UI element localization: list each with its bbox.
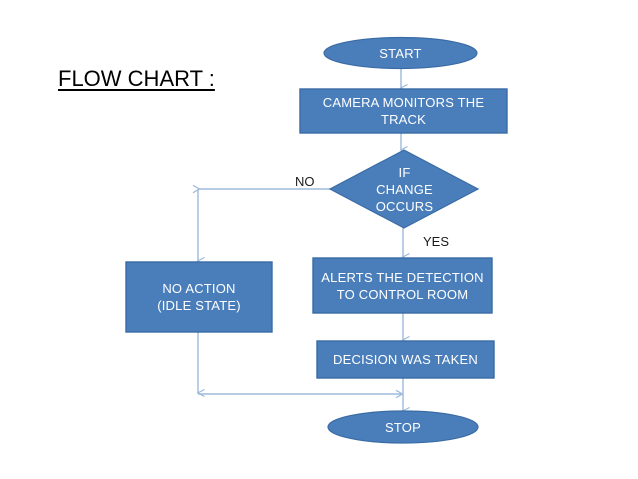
node-camera-monitors	[299, 88, 508, 134]
node-stop	[327, 410, 479, 444]
node-decision-was-taken	[316, 340, 495, 379]
edge-label-yes: YES	[423, 234, 450, 249]
edge-label-no: NO	[295, 174, 315, 189]
node-alerts-control-room	[312, 257, 493, 314]
node-start	[323, 36, 478, 70]
node-if-change-occurs	[328, 149, 480, 229]
page-title: FLOW CHART :	[58, 66, 215, 91]
node-no-action	[125, 261, 273, 333]
